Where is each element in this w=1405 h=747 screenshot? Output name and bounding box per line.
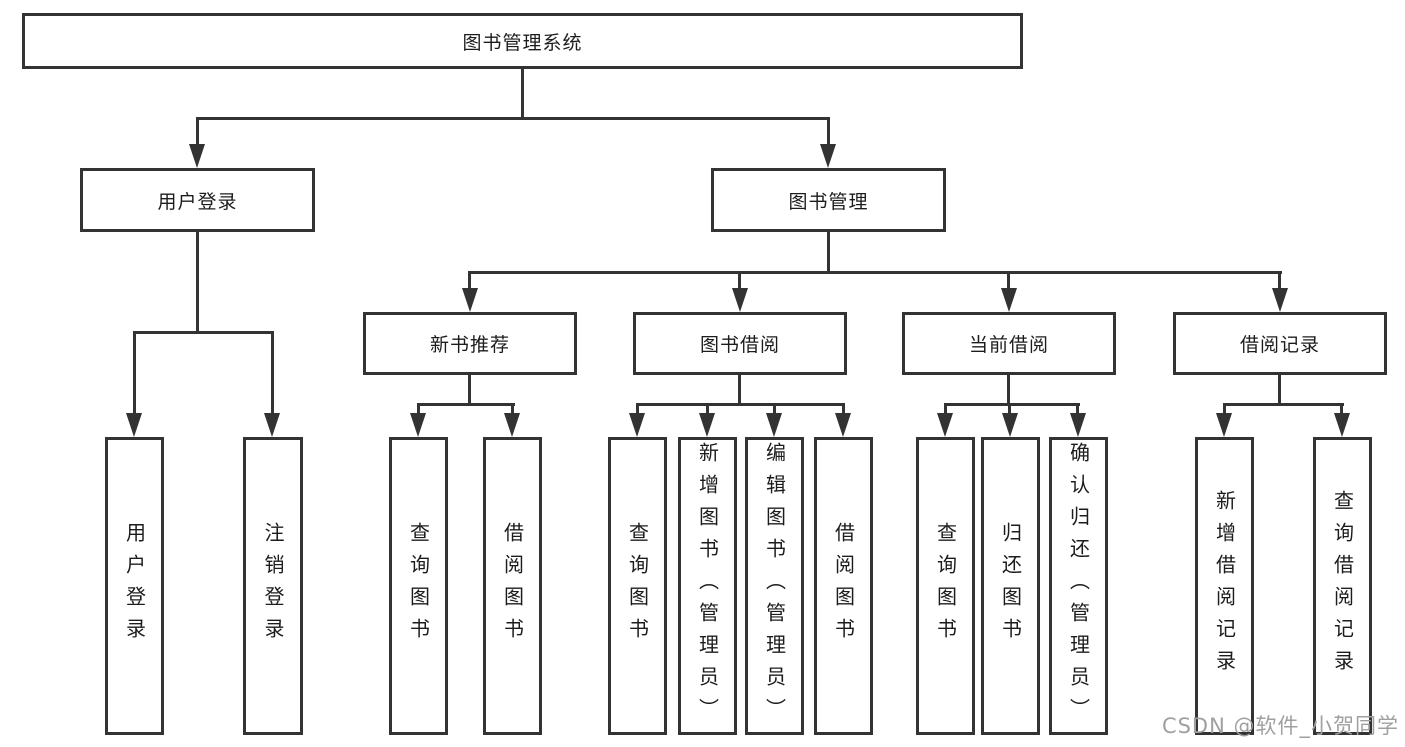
leaf-borrow-books-recommend: 借阅图书 bbox=[483, 437, 542, 735]
edge-root-stem bbox=[521, 69, 524, 119]
leaf-add-books-admin: 新增图书（管理员） bbox=[678, 437, 737, 735]
leaf-borrow-books-recommend-label: 借阅图书 bbox=[500, 522, 525, 650]
leaf-query-borrow-record: 查询借阅记录 bbox=[1313, 437, 1372, 735]
edge-bookmgmt-arm1 bbox=[468, 271, 471, 291]
leaf-edit-books-admin: 编辑图书（管理员） bbox=[745, 437, 804, 735]
leaf-query-books-recommend: 查询图书 bbox=[389, 437, 448, 735]
edge-root-hline bbox=[196, 117, 830, 120]
edge-records-arm2 bbox=[1340, 403, 1343, 416]
node-new-book-recommend: 新书推荐 bbox=[363, 312, 577, 375]
arrow-down-icon bbox=[1216, 413, 1232, 437]
arrow-down-icon bbox=[1272, 288, 1288, 312]
leaf-borrow-books: 借阅图书 bbox=[814, 437, 873, 735]
arrow-down-icon bbox=[264, 413, 280, 437]
leaf-confirm-return-admin-label: 确认归还（管理员） bbox=[1066, 442, 1091, 730]
edge-current-arm2 bbox=[1008, 403, 1011, 416]
edge-borrow-hline bbox=[636, 403, 845, 406]
leaf-edit-books-admin-label: 编辑图书（管理员） bbox=[762, 442, 787, 730]
arrow-down-icon bbox=[1070, 413, 1086, 437]
edge-userlogin-arm1 bbox=[133, 331, 136, 413]
leaf-query-books-borrow: 查询图书 bbox=[608, 437, 667, 735]
leaf-user-login: 用户登录 bbox=[105, 437, 164, 735]
leaf-add-borrow-record: 新增借阅记录 bbox=[1195, 437, 1254, 735]
leaf-query-books-borrow-label: 查询图书 bbox=[625, 522, 650, 650]
edge-borrow-arm3 bbox=[773, 403, 776, 416]
edge-recommend-arm1 bbox=[417, 403, 420, 416]
edge-root-arm-right bbox=[827, 117, 830, 147]
edge-bookmgmt-arm2 bbox=[738, 271, 741, 291]
leaf-confirm-return-admin: 确认归还（管理员） bbox=[1049, 437, 1108, 735]
node-current-borrow-label: 当前借阅 bbox=[968, 334, 1049, 356]
leaf-add-books-admin-label: 新增图书（管理员） bbox=[695, 442, 720, 730]
node-new-book-recommend-label: 新书推荐 bbox=[429, 334, 510, 356]
node-borrow-records: 借阅记录 bbox=[1173, 312, 1387, 375]
arrow-down-icon bbox=[937, 413, 953, 437]
arrow-down-icon bbox=[1002, 413, 1018, 437]
edge-userlogin-hline bbox=[133, 331, 274, 334]
node-root-label: 图书管理系统 bbox=[462, 31, 583, 54]
arrow-down-icon bbox=[189, 144, 205, 168]
node-borrow-records-label: 借阅记录 bbox=[1239, 334, 1320, 356]
node-current-borrow: 当前借阅 bbox=[902, 312, 1116, 375]
edge-recommend-hline bbox=[417, 403, 515, 406]
node-book-borrow: 图书借阅 bbox=[633, 312, 847, 375]
arrow-down-icon bbox=[410, 413, 426, 437]
edge-userlogin-stem bbox=[196, 232, 199, 334]
arrow-down-icon bbox=[462, 288, 478, 312]
leaf-query-borrow-record-label: 查询借阅记录 bbox=[1330, 490, 1355, 682]
node-book-management: 图书管理 bbox=[711, 168, 946, 232]
watermark: CSDN @软件_小贺同学 bbox=[1161, 714, 1399, 738]
arrow-down-icon bbox=[820, 144, 836, 168]
node-root: 图书管理系统 bbox=[22, 13, 1023, 69]
arrow-down-icon bbox=[126, 413, 142, 437]
edge-borrow-arm1 bbox=[636, 403, 639, 416]
edge-userlogin-arm2 bbox=[271, 331, 274, 413]
leaf-query-books-current-label: 查询图书 bbox=[933, 522, 958, 650]
edge-bookmgmt-arm4 bbox=[1278, 271, 1281, 291]
edge-current-arm1 bbox=[944, 403, 947, 416]
arrow-down-icon bbox=[1001, 288, 1017, 312]
edge-borrow-arm2 bbox=[706, 403, 709, 416]
leaf-logout-label: 注销登录 bbox=[261, 522, 285, 650]
edge-recommend-stem bbox=[468, 375, 471, 406]
edge-borrow-stem bbox=[738, 375, 741, 406]
node-book-borrow-label: 图书借阅 bbox=[699, 334, 780, 356]
leaf-return-books: 归还图书 bbox=[981, 437, 1040, 735]
node-user-login: 用户登录 bbox=[80, 168, 315, 232]
leaf-logout: 注销登录 bbox=[243, 437, 303, 735]
node-book-management-label: 图书管理 bbox=[788, 190, 869, 213]
edge-current-stem bbox=[1007, 375, 1010, 406]
arrow-down-icon bbox=[732, 288, 748, 312]
edge-bookmgmt-stem bbox=[827, 232, 830, 274]
leaf-query-books-recommend-label: 查询图书 bbox=[406, 522, 431, 650]
leaf-add-borrow-record-label: 新增借阅记录 bbox=[1212, 490, 1237, 682]
leaf-borrow-books-label: 借阅图书 bbox=[831, 522, 856, 650]
edge-records-hline bbox=[1223, 403, 1344, 406]
edge-recommend-arm2 bbox=[511, 403, 514, 416]
arrow-down-icon bbox=[835, 413, 851, 437]
arrow-down-icon bbox=[766, 413, 782, 437]
edge-borrow-arm4 bbox=[842, 403, 845, 416]
arrow-down-icon bbox=[629, 413, 645, 437]
arrow-down-icon bbox=[699, 413, 715, 437]
edge-current-arm3 bbox=[1076, 403, 1079, 416]
arrow-down-icon bbox=[504, 413, 520, 437]
edge-root-arm-left bbox=[196, 117, 199, 147]
edge-records-stem bbox=[1278, 375, 1281, 406]
leaf-user-login-label: 用户登录 bbox=[122, 522, 147, 650]
edge-bookmgmt-hline bbox=[468, 271, 1282, 274]
edge-bookmgmt-arm3 bbox=[1007, 271, 1010, 291]
node-user-login-label: 用户登录 bbox=[157, 190, 238, 213]
edge-records-arm1 bbox=[1223, 403, 1226, 416]
edge-current-hline bbox=[944, 403, 1080, 406]
leaf-query-books-current: 查询图书 bbox=[916, 437, 975, 735]
arrow-down-icon bbox=[1334, 413, 1350, 437]
leaf-return-books-label: 归还图书 bbox=[998, 522, 1023, 650]
